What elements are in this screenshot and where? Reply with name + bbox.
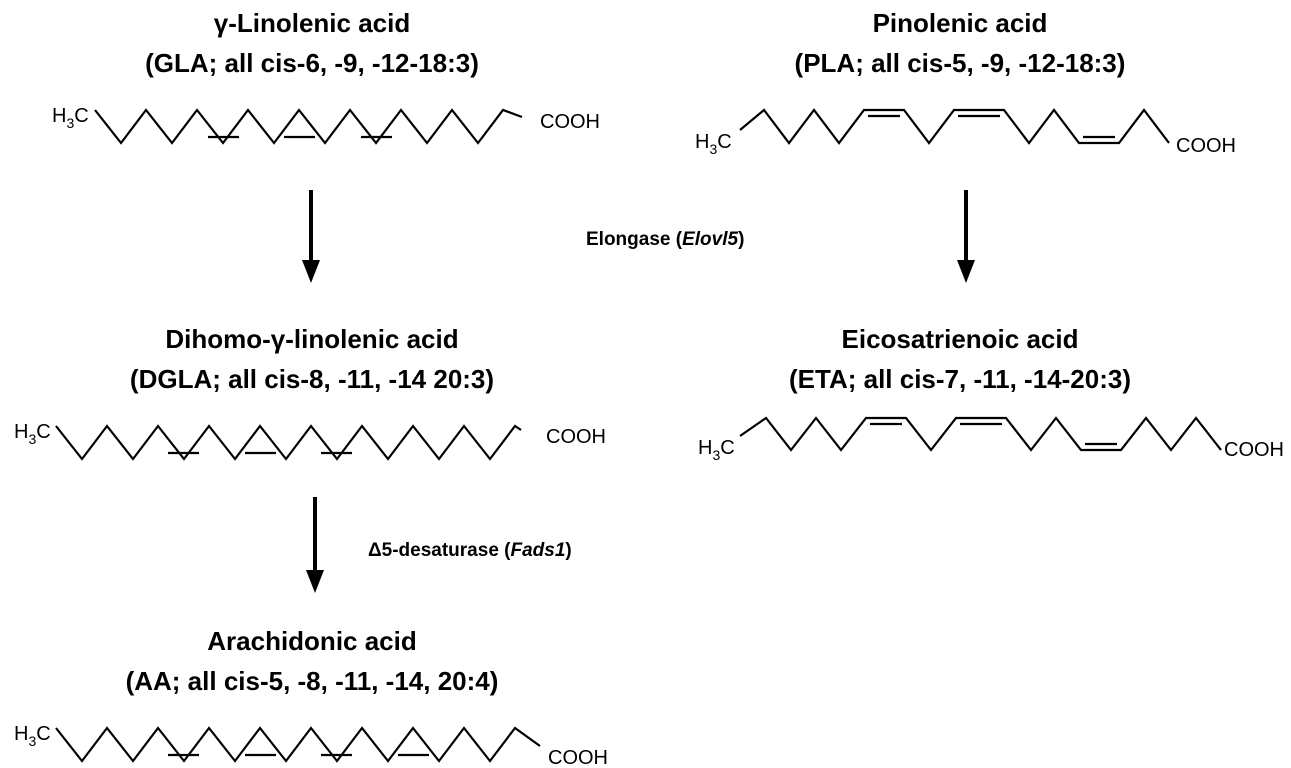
gla-name: γ-Linolenic acid xyxy=(214,8,411,38)
pla-structure: H3C COOH xyxy=(695,108,1236,157)
eta-formula: (ETA; all cis-7, -11, -14-20:3) xyxy=(789,364,1131,394)
elongase-label: Elongase (Elovl5) xyxy=(586,229,744,250)
pla-compound: Pinolenic acid (PLA; all cis-5, -9, -12-… xyxy=(695,8,1236,157)
eta-compound: Eicosatrienoic acid (ETA; all cis-7, -11… xyxy=(698,324,1284,463)
eta-structure: H3C COOH xyxy=(698,416,1284,463)
dgla-chain xyxy=(55,424,522,461)
dgla-acid-label: COOH xyxy=(546,426,606,448)
desaturase-label: Δ5-desaturase (Fads1) xyxy=(368,540,572,561)
pla-name: Pinolenic acid xyxy=(873,8,1048,38)
eta-chain xyxy=(739,416,1222,452)
dgla-compound: Dihomo-γ-linolenic acid (DGLA; all cis-8… xyxy=(14,324,606,461)
aa-compound: Arachidonic acid (AA; all cis-5, -8, -11… xyxy=(14,626,608,768)
dgla-formula: (DGLA; all cis-8, -11, -14 20:3) xyxy=(130,364,494,394)
pla-methyl-label: H3C xyxy=(695,131,732,157)
pla-chain xyxy=(739,108,1170,145)
aa-methyl-label: H3C xyxy=(14,723,51,749)
gla-formula: (GLA; all cis-6, -9, -12-18:3) xyxy=(145,48,479,78)
aa-name: Arachidonic acid xyxy=(207,626,417,656)
gla-acid-label: COOH xyxy=(540,111,600,133)
eta-methyl-label: H3C xyxy=(698,437,735,463)
arrow-pla-to-eta xyxy=(957,190,975,283)
arrow-gla-to-dgla xyxy=(302,190,320,283)
eta-acid-label: COOH xyxy=(1224,439,1284,461)
gla-compound: γ-Linolenic acid (GLA; all cis-6, -9, -1… xyxy=(52,8,600,145)
arrow-dgla-to-aa xyxy=(306,497,324,593)
dgla-methyl-label: H3C xyxy=(14,421,51,447)
aa-acid-label: COOH xyxy=(548,747,608,768)
gla-chain xyxy=(94,108,523,145)
aa-formula: (AA; all cis-5, -8, -11, -14, 20:4) xyxy=(126,666,499,696)
pla-acid-label: COOH xyxy=(1176,135,1236,157)
eta-name: Eicosatrienoic acid xyxy=(842,324,1079,354)
pla-formula: (PLA; all cis-5, -9, -12-18:3) xyxy=(795,48,1126,78)
dgla-name: Dihomo-γ-linolenic acid xyxy=(165,324,458,354)
aa-structure: H3C COOH xyxy=(14,723,608,768)
gla-structure: H3C COOH xyxy=(52,105,600,145)
aa-chain xyxy=(55,726,541,763)
dgla-structure: H3C COOH xyxy=(14,421,606,461)
gla-methyl-label: H3C xyxy=(52,105,89,131)
